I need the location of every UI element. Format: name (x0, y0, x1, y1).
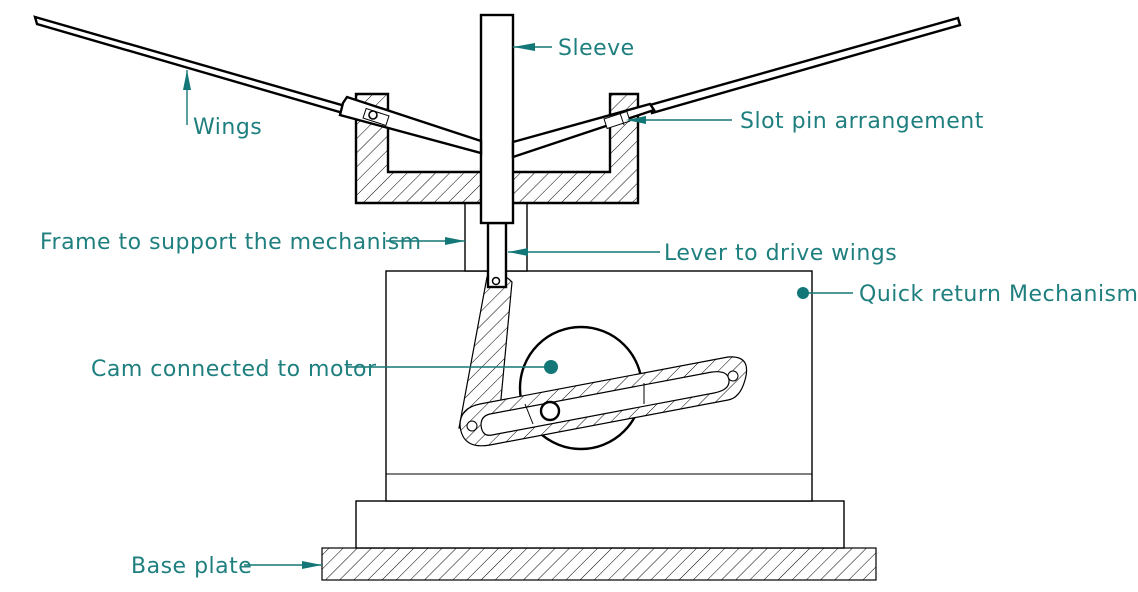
label-text: Lever to drive wings (664, 241, 897, 266)
label-text: Wings (193, 115, 262, 140)
label-quick-return: Quick return Mechanism (797, 282, 1138, 307)
left-wing (33, 15, 483, 155)
lever-pin (491, 276, 501, 286)
base-block (355, 500, 845, 549)
label-base-plate: Base plate (131, 554, 322, 579)
slotted-arm (459, 356, 748, 447)
base-plate (321, 547, 877, 581)
label-sleeve: Sleeve (513, 36, 635, 61)
label-text: Sleeve (558, 36, 635, 61)
label-text: Frame to support the mechanism (40, 230, 422, 255)
right-slot-pin (603, 110, 631, 130)
label-slot-pin: Slot pin arrangement (626, 109, 984, 134)
label-text: Cam connected to motor (91, 357, 377, 382)
label-text: Slot pin arrangement (740, 109, 984, 134)
label-cam: Cam connected to motor (91, 357, 558, 382)
cam-edge (524, 403, 534, 425)
sleeve (479, 13, 515, 225)
label-frame: Frame to support the mechanism (40, 230, 465, 255)
right-wing (511, 16, 962, 159)
label-text: Quick return Mechanism (859, 282, 1138, 307)
label-lever: Lever to drive wings (508, 241, 897, 266)
cam-pin (539, 400, 561, 422)
label-wings: Wings (183, 70, 262, 140)
label-text: Base plate (131, 554, 252, 579)
